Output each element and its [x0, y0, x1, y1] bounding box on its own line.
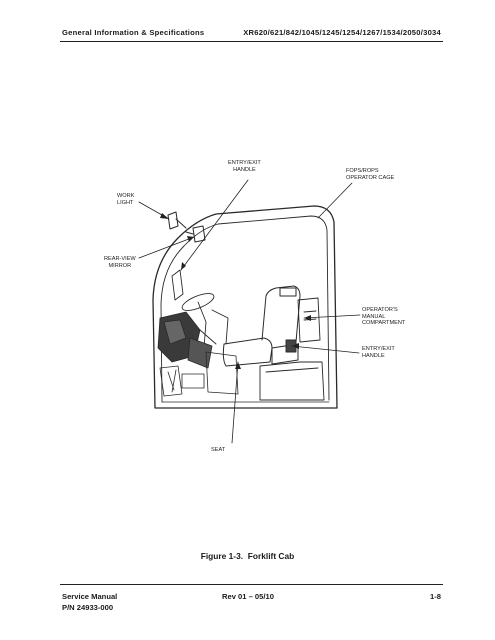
- figure-caption: Figure 1-3. Forklift Cab: [200, 551, 295, 561]
- operator-seat: [222, 285, 301, 367]
- footer-manual-title: Service Manual: [62, 592, 118, 601]
- right-side-components: [259, 297, 325, 401]
- footer-part-number: P/N 24933-000: [62, 603, 114, 612]
- header-section-title: General Information & Specifications: [62, 28, 205, 37]
- cab-outer-frame: [152, 205, 338, 409]
- floor-details: [159, 351, 239, 397]
- dashboard: [157, 311, 213, 369]
- label-fops-rops-cage: FOPS/ROPS OPERATOR CAGE: [346, 168, 395, 181]
- header-rule: [60, 41, 443, 42]
- label-work-light: WORK LIGHT: [117, 193, 135, 206]
- header-model-list: XR620/621/842/1045/1245/1254/1267/1534/2…: [243, 28, 441, 37]
- cab-floor: [154, 401, 338, 409]
- footer-rule: [60, 584, 443, 585]
- work-light: [167, 211, 187, 230]
- rear-view-mirror: [185, 225, 206, 243]
- footer-page-number: 1-8: [430, 592, 441, 601]
- label-entry-exit-handle-top: ENTRY/EXIT HANDLE: [228, 160, 261, 173]
- callout-leaders: [138, 179, 361, 444]
- label-seat: SEAT: [211, 447, 226, 453]
- entry-handle-left: [171, 269, 184, 301]
- footer-revision: Rev 01 – 05/10: [222, 592, 274, 601]
- label-entry-exit-handle-right: ENTRY/EXIT HANDLE: [362, 346, 395, 359]
- cab-inner-frame: [160, 215, 330, 403]
- callout-arrowheads: [160, 213, 311, 369]
- label-rear-view-mirror: REAR-VIEW MIRROR: [104, 256, 136, 269]
- label-manual-compartment: OPERATOR'S MANUAL COMPARTMENT: [362, 307, 406, 327]
